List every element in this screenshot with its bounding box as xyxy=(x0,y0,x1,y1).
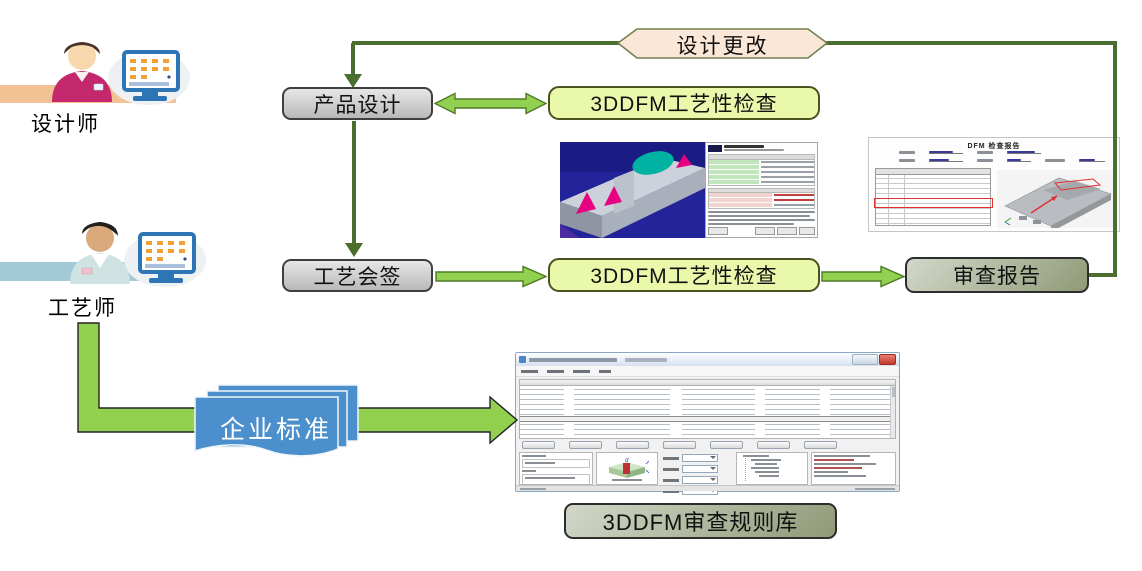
rules-table-header xyxy=(520,380,895,386)
feedback-line-drop xyxy=(351,43,355,75)
arrow-product-dfm-double xyxy=(434,92,547,115)
report-part-image xyxy=(997,170,1115,228)
product-design-node: 产品设计 xyxy=(282,87,433,120)
report-table-header xyxy=(876,169,990,175)
screen-content xyxy=(130,59,169,79)
window-title-text-2 xyxy=(625,357,667,362)
cad-dialog-buttons xyxy=(708,227,815,235)
report-title: DFM 检查报告 xyxy=(967,143,1021,150)
design-change-hexagon: 设计更改 xyxy=(616,28,829,59)
close-icon xyxy=(879,354,896,365)
rule-library-statusbar xyxy=(516,485,899,491)
rule-detail-panels: d xyxy=(519,452,896,495)
rules-table-scrollbar xyxy=(890,386,895,438)
rule-params-panel xyxy=(661,452,733,495)
line-product-to-countersign xyxy=(352,121,356,244)
cad-check-dialog xyxy=(705,142,818,238)
designer-label: 设计师 xyxy=(31,113,100,136)
enterprise-standard-stack xyxy=(194,384,359,457)
rules-toolbar-buttons xyxy=(522,441,893,450)
report-header-fields-2 xyxy=(899,159,1109,162)
report-issue-table xyxy=(875,168,991,226)
design-change-label: 设计更改 xyxy=(676,35,769,58)
arrow-into-countersign-icon xyxy=(345,243,363,257)
rule-preview-image: d xyxy=(609,458,649,478)
svg-text:d: d xyxy=(625,458,629,464)
cad-dialog-notes xyxy=(708,211,815,225)
cad-result-table-fail xyxy=(708,188,815,209)
dfm-check-top-label: 3DDFM工艺性检查 xyxy=(590,93,778,116)
feedback-line-report-stub xyxy=(1088,273,1117,277)
rule-library-caption-node: 3DDFM审查规则库 xyxy=(564,503,837,539)
rule-preview-panel: d xyxy=(596,452,658,485)
engineer-avatar xyxy=(70,222,206,287)
cad-dialog-logo xyxy=(708,145,815,152)
process-countersign-label: 工艺会签 xyxy=(313,265,402,289)
dfm-check-bottom-node: 3DDFM工艺性检查 xyxy=(548,258,820,292)
hexagon-shape xyxy=(616,28,829,59)
screen-content xyxy=(146,241,185,261)
dfm-check-bottom-label: 3DDFM工艺性检查 xyxy=(590,265,778,288)
rules-table-selected-row xyxy=(520,416,895,422)
report-highlight-row xyxy=(874,198,993,208)
product-design-label: 产品设计 xyxy=(313,93,402,117)
minimize-maximize-icon xyxy=(852,354,878,365)
enterprise-standard-label: 企业标准 xyxy=(219,416,332,444)
arrow-dfm-report xyxy=(821,265,905,288)
cad-screenshot xyxy=(560,142,818,238)
rule-library-menubar xyxy=(516,366,899,377)
designer-person xyxy=(52,42,112,102)
rule-library-window: d xyxy=(515,352,900,495)
rule-library-titlebar xyxy=(516,353,899,367)
app-icon xyxy=(519,356,526,363)
review-report-node: 审查报告 xyxy=(905,257,1089,293)
arrow-into-product-design-icon xyxy=(344,74,362,88)
feedback-line-right xyxy=(1113,41,1117,277)
rule-description-panel xyxy=(519,452,593,486)
engineer-person xyxy=(70,222,130,284)
report-screenshot: DFM 检查报告 xyxy=(868,137,1120,232)
rule-tree-panel xyxy=(736,452,808,485)
rules-table xyxy=(519,379,896,439)
rule-code-panel xyxy=(811,452,896,485)
engineer-label: 工艺师 xyxy=(48,297,117,320)
rule-library-caption-label: 3DDFM审查规则库 xyxy=(602,510,799,535)
review-report-label: 审查报告 xyxy=(953,265,1041,288)
cad-result-table-pass xyxy=(708,154,815,186)
dfm-check-top-node: 3DDFM工艺性检查 xyxy=(548,86,820,120)
cad-3d-view xyxy=(560,142,705,238)
arrow-countersign-dfm xyxy=(435,265,547,288)
window-title-text xyxy=(529,357,617,362)
report-header-fields xyxy=(899,151,1109,154)
designer-avatar xyxy=(52,42,190,105)
process-countersign-node: 工艺会签 xyxy=(282,259,433,292)
